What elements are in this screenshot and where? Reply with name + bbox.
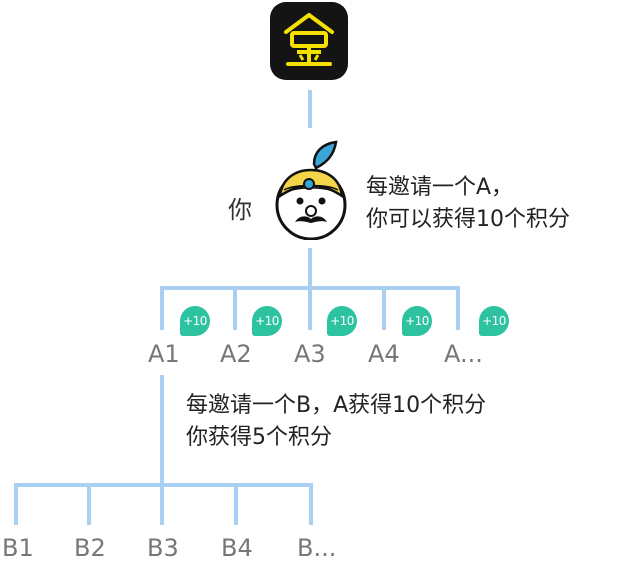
node-a3: A3 bbox=[294, 340, 326, 368]
rule-b-text: 每邀请一个B，A获得10个积分 你获得5个积分 bbox=[186, 390, 486, 454]
node-a4: A4 bbox=[368, 340, 400, 368]
node-b1: B1 bbox=[2, 534, 34, 562]
rule-a-line1: 每邀请一个A， bbox=[366, 175, 514, 200]
points-badge: +10 bbox=[479, 306, 509, 336]
gold-coin-icon bbox=[270, 2, 348, 80]
cartoon-mascot-icon bbox=[275, 140, 347, 241]
node-b3: B3 bbox=[147, 534, 179, 562]
node-b4: B4 bbox=[221, 534, 253, 562]
rule-b-line1: 每邀请一个B，A获得10个积分 bbox=[186, 393, 487, 418]
rule-b-line2: 你获得5个积分 bbox=[186, 425, 332, 450]
you-label: 你 bbox=[228, 196, 252, 224]
points-badge: +10 bbox=[180, 306, 210, 336]
points-badge: +10 bbox=[327, 306, 357, 336]
node-a2: A2 bbox=[220, 340, 252, 368]
node-b2: B2 bbox=[74, 534, 106, 562]
node-b-more: B... bbox=[297, 534, 337, 562]
avatar bbox=[270, 138, 352, 241]
node-a-more: A... bbox=[444, 340, 483, 368]
points-badge: +10 bbox=[252, 306, 282, 336]
rule-a-text: 每邀请一个A， 你可以获得10个积分 bbox=[366, 172, 570, 236]
node-a1: A1 bbox=[148, 340, 180, 368]
points-badge: +10 bbox=[402, 306, 432, 336]
rule-a-line2: 你可以获得10个积分 bbox=[366, 207, 570, 232]
